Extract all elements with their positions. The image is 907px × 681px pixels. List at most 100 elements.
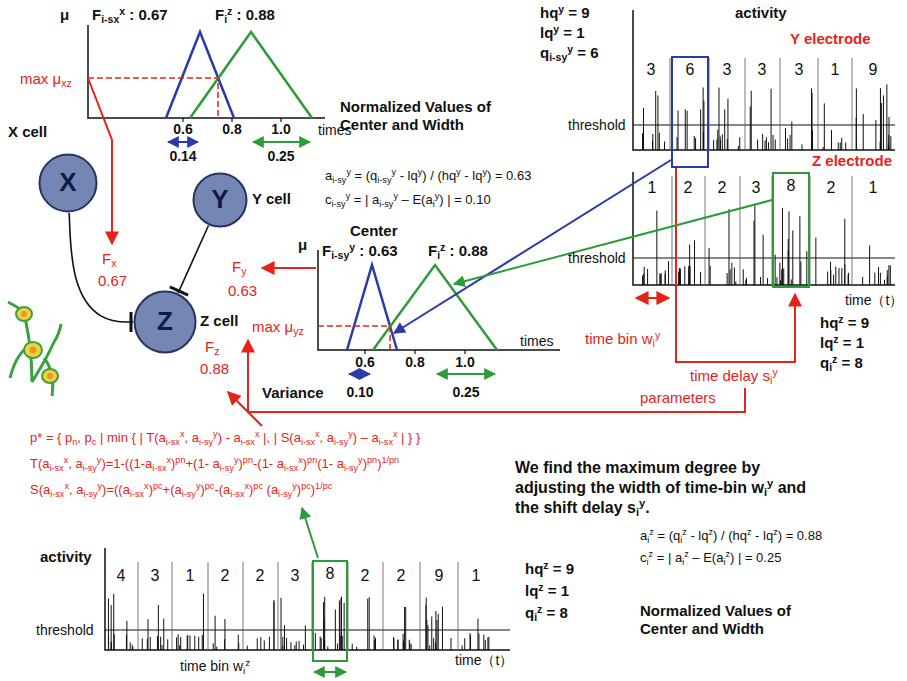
spike [890,265,891,285]
text-run: X cell [8,123,47,140]
spike [713,140,714,150]
text-run: 3 [752,179,761,196]
text-run: μ [60,6,69,23]
spike [324,597,325,650]
spike [435,611,436,650]
spike [722,134,723,150]
peak-label: Fiz : 0.88 [428,242,488,260]
bin-count: 4 [117,566,126,585]
spike [286,638,287,650]
membership-graph [168,141,198,143]
superscript: z [649,527,654,537]
superscript: pc [205,481,215,491]
heading: Normalized Values of Center and Width [340,98,520,134]
spike-train-axes [633,172,895,285]
glia-illustration [8,302,61,396]
spike [823,147,824,150]
subscript: i [433,199,435,209]
spike [869,245,870,285]
superscript: y [346,191,351,201]
text-run: Y cell [252,190,291,207]
max-degree-label: max μyz [252,318,304,336]
text-run: 8 [326,565,335,582]
spike [426,620,427,650]
subscript: i-sy [199,437,213,447]
spike [337,644,338,650]
text-run: = 6 [573,44,598,61]
subscript: i [682,557,684,567]
superscript: z [708,527,713,537]
bin-count: 2 [361,566,370,585]
subscript: i-sx [230,489,244,499]
heading: Normalized Values of Center and Width [640,602,840,638]
text-run: activity [735,4,787,21]
text-run: We find the maximum degree by adjusting … [515,459,764,496]
spike [700,272,701,285]
spike [659,273,660,285]
superscript: pn [175,455,185,465]
spike [374,635,375,650]
bin-count: 9 [435,566,444,585]
parameter-label: parameters [640,389,716,407]
tick-label: 0.6 [173,121,192,138]
superscript: x [298,455,303,465]
spike [436,620,437,650]
subscript: i [770,374,772,386]
spike [642,133,643,150]
subscript: i-sx [101,13,119,25]
membership-graph [88,25,325,118]
spike [734,268,735,285]
tick-label: 0.6 [355,354,374,371]
spike [878,267,879,285]
superscript: y [772,366,777,378]
spike [762,134,763,150]
cell-circle: ZZ cell [133,290,197,354]
bin-count: 3 [758,60,767,79]
spike [157,636,158,650]
subscript: i-sy [379,199,393,209]
spike [320,636,321,650]
text-run: Z [157,306,173,336]
spike [404,607,405,650]
spike [282,646,283,650]
spike [657,95,658,150]
text-run: = 1 [839,334,864,351]
spike [831,130,832,150]
spike [470,635,471,650]
bin-highlight-box: 8 [312,560,348,662]
bin-count: 3 [723,60,732,79]
threshold-label: threshold [568,117,626,134]
text-run: F [205,338,214,355]
bin-count: 3 [752,178,761,197]
membership-graph [365,350,465,354]
text-run: : 0.67 [125,6,168,23]
spike [661,273,662,285]
spike [838,268,839,285]
bin-count: 6 [686,60,695,79]
glia-illustration [8,302,61,396]
membership-graph [253,141,310,143]
signal-label: Fx [102,250,116,268]
text-run: 3 [723,61,732,78]
spike [680,268,681,285]
superscript: z [682,527,687,537]
spike [665,270,666,285]
superscript: z [773,527,778,537]
spike [213,643,214,650]
spike [433,638,434,650]
spike [397,640,398,650]
superscript: y [358,455,363,465]
text-run: = 9 [844,314,869,331]
text-run: 3 [758,61,767,78]
text-run: 0.8 [222,121,241,137]
superscript: pc [153,481,163,491]
superscript: z [832,353,837,365]
spike [875,120,876,150]
superscript: y [349,241,355,253]
text-run: , a [68,456,82,471]
text-run: - lq [396,168,418,183]
tick-label: 1.0 [455,354,474,371]
text-run: 1 [186,567,195,584]
width-label: 0.25 [267,148,294,165]
subscript: i [647,557,649,567]
